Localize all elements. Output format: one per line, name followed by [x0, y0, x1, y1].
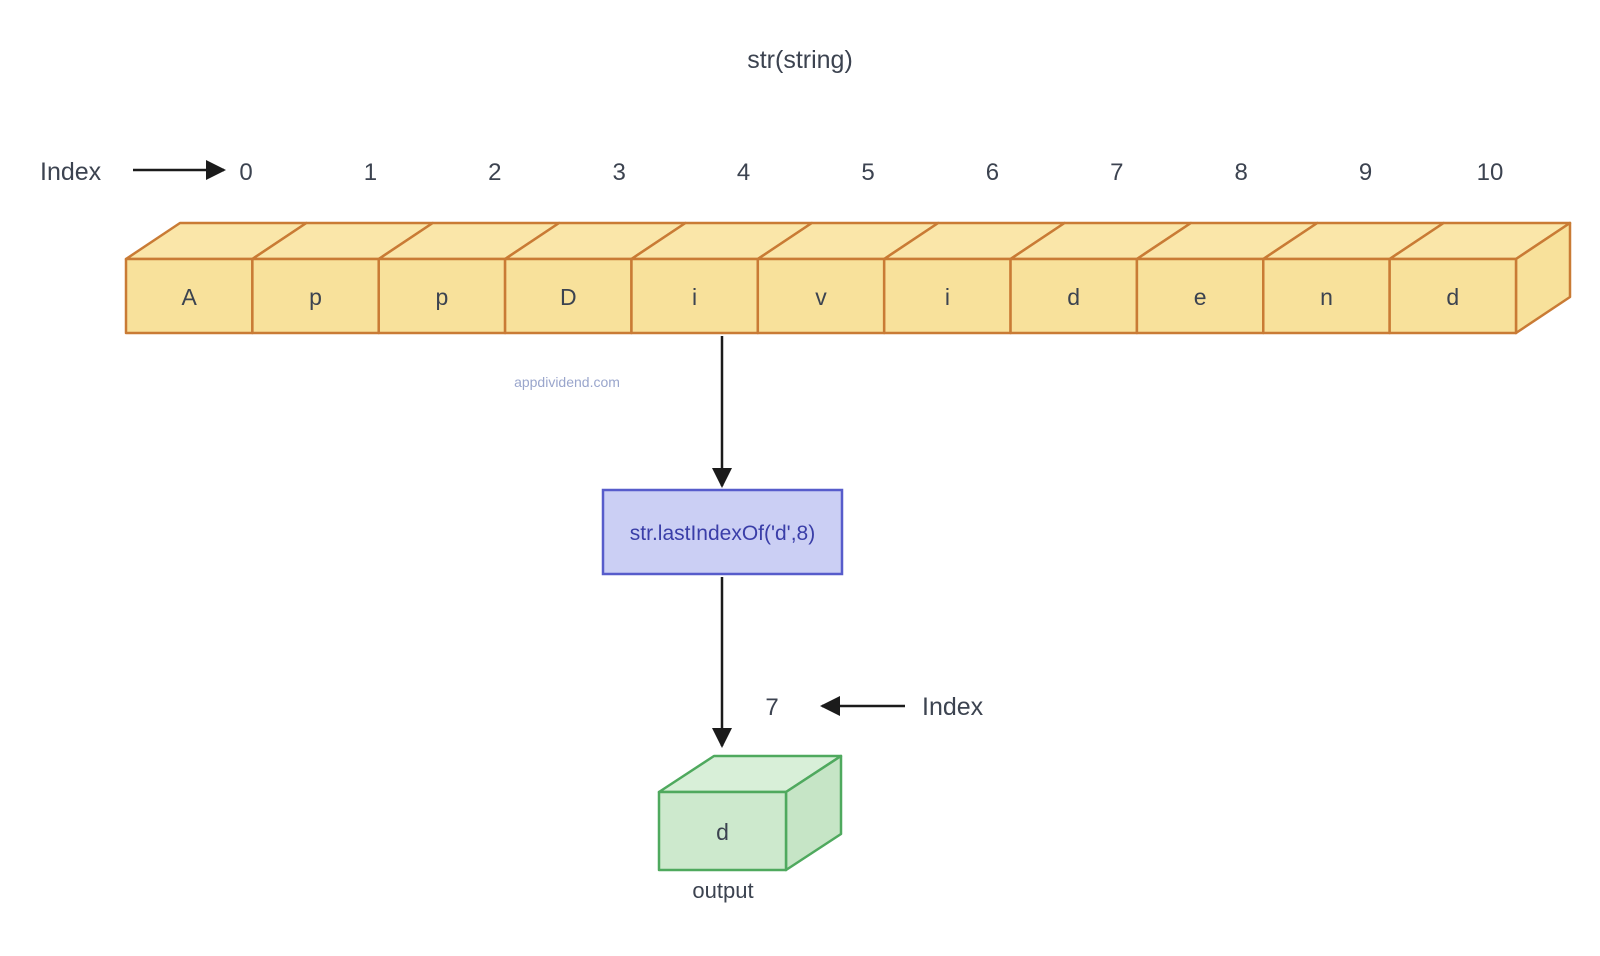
- index-row-label: Index: [40, 158, 102, 186]
- array-cell-front-face: [756, 257, 886, 335]
- index-number: 0: [239, 159, 252, 186]
- array-cell-front-face: [1135, 257, 1265, 335]
- array-cell-front-face: [1262, 257, 1391, 335]
- array-cell-char: A: [182, 284, 198, 310]
- array-cell-char: d: [1446, 284, 1459, 310]
- array-cell-char: v: [815, 284, 827, 310]
- array-cell: v: [756, 221, 940, 335]
- output-index-value: 7: [765, 694, 778, 721]
- method-box-label: str.lastIndexOf('d',8): [630, 522, 815, 545]
- watermark: appdividend.com: [514, 374, 620, 390]
- array-cell: n: [1262, 221, 1445, 335]
- array-cell-char: p: [436, 284, 449, 310]
- output-char: d: [716, 819, 729, 845]
- index-number: 8: [1235, 159, 1248, 186]
- array-cell: D: [503, 221, 687, 335]
- array-cell: e: [1135, 221, 1319, 335]
- array-cell-char: n: [1320, 284, 1333, 310]
- array-cell-char: d: [1067, 284, 1080, 310]
- array-cell-front-face: [630, 257, 760, 335]
- array-cell-front-face: [1388, 257, 1518, 335]
- index-number: 1: [364, 159, 377, 186]
- array-cell: d: [1388, 221, 1572, 335]
- array-cell: d: [1009, 221, 1193, 335]
- output-box: d: [657, 754, 843, 872]
- index-number: 2: [488, 159, 501, 186]
- array-cell-char: i: [692, 284, 697, 310]
- array-cell: A: [124, 221, 308, 335]
- index-number: 10: [1477, 159, 1504, 186]
- array-cell: p: [251, 221, 434, 335]
- array-cell-front-face: [1009, 257, 1139, 335]
- output-index-label: Index: [922, 693, 984, 721]
- index-number: 3: [613, 159, 626, 186]
- array-cell-char: e: [1194, 284, 1207, 310]
- array-cell-char: i: [945, 284, 950, 310]
- index-number: 4: [737, 159, 750, 186]
- index-numbers-row: 0 1 2 3 4 5 6 7 8 9 10: [239, 159, 1503, 186]
- array-cell-char: D: [560, 284, 577, 310]
- array-cell: i: [882, 221, 1066, 335]
- array-cell-char: p: [309, 284, 322, 310]
- array-cell-front-face: [124, 257, 254, 335]
- array-cell-front-face: [882, 257, 1012, 335]
- method-box: [601, 488, 844, 576]
- output-box-front-face: [657, 790, 788, 872]
- index-number: 6: [986, 159, 999, 186]
- index-number: 7: [1110, 159, 1123, 186]
- output-caption: output: [692, 878, 753, 903]
- index-number: 9: [1359, 159, 1372, 186]
- array-cell-front-face: [251, 257, 380, 335]
- page-title: str(string): [747, 46, 853, 74]
- index-number: 5: [861, 159, 874, 186]
- array-cell-front-face: [503, 257, 633, 335]
